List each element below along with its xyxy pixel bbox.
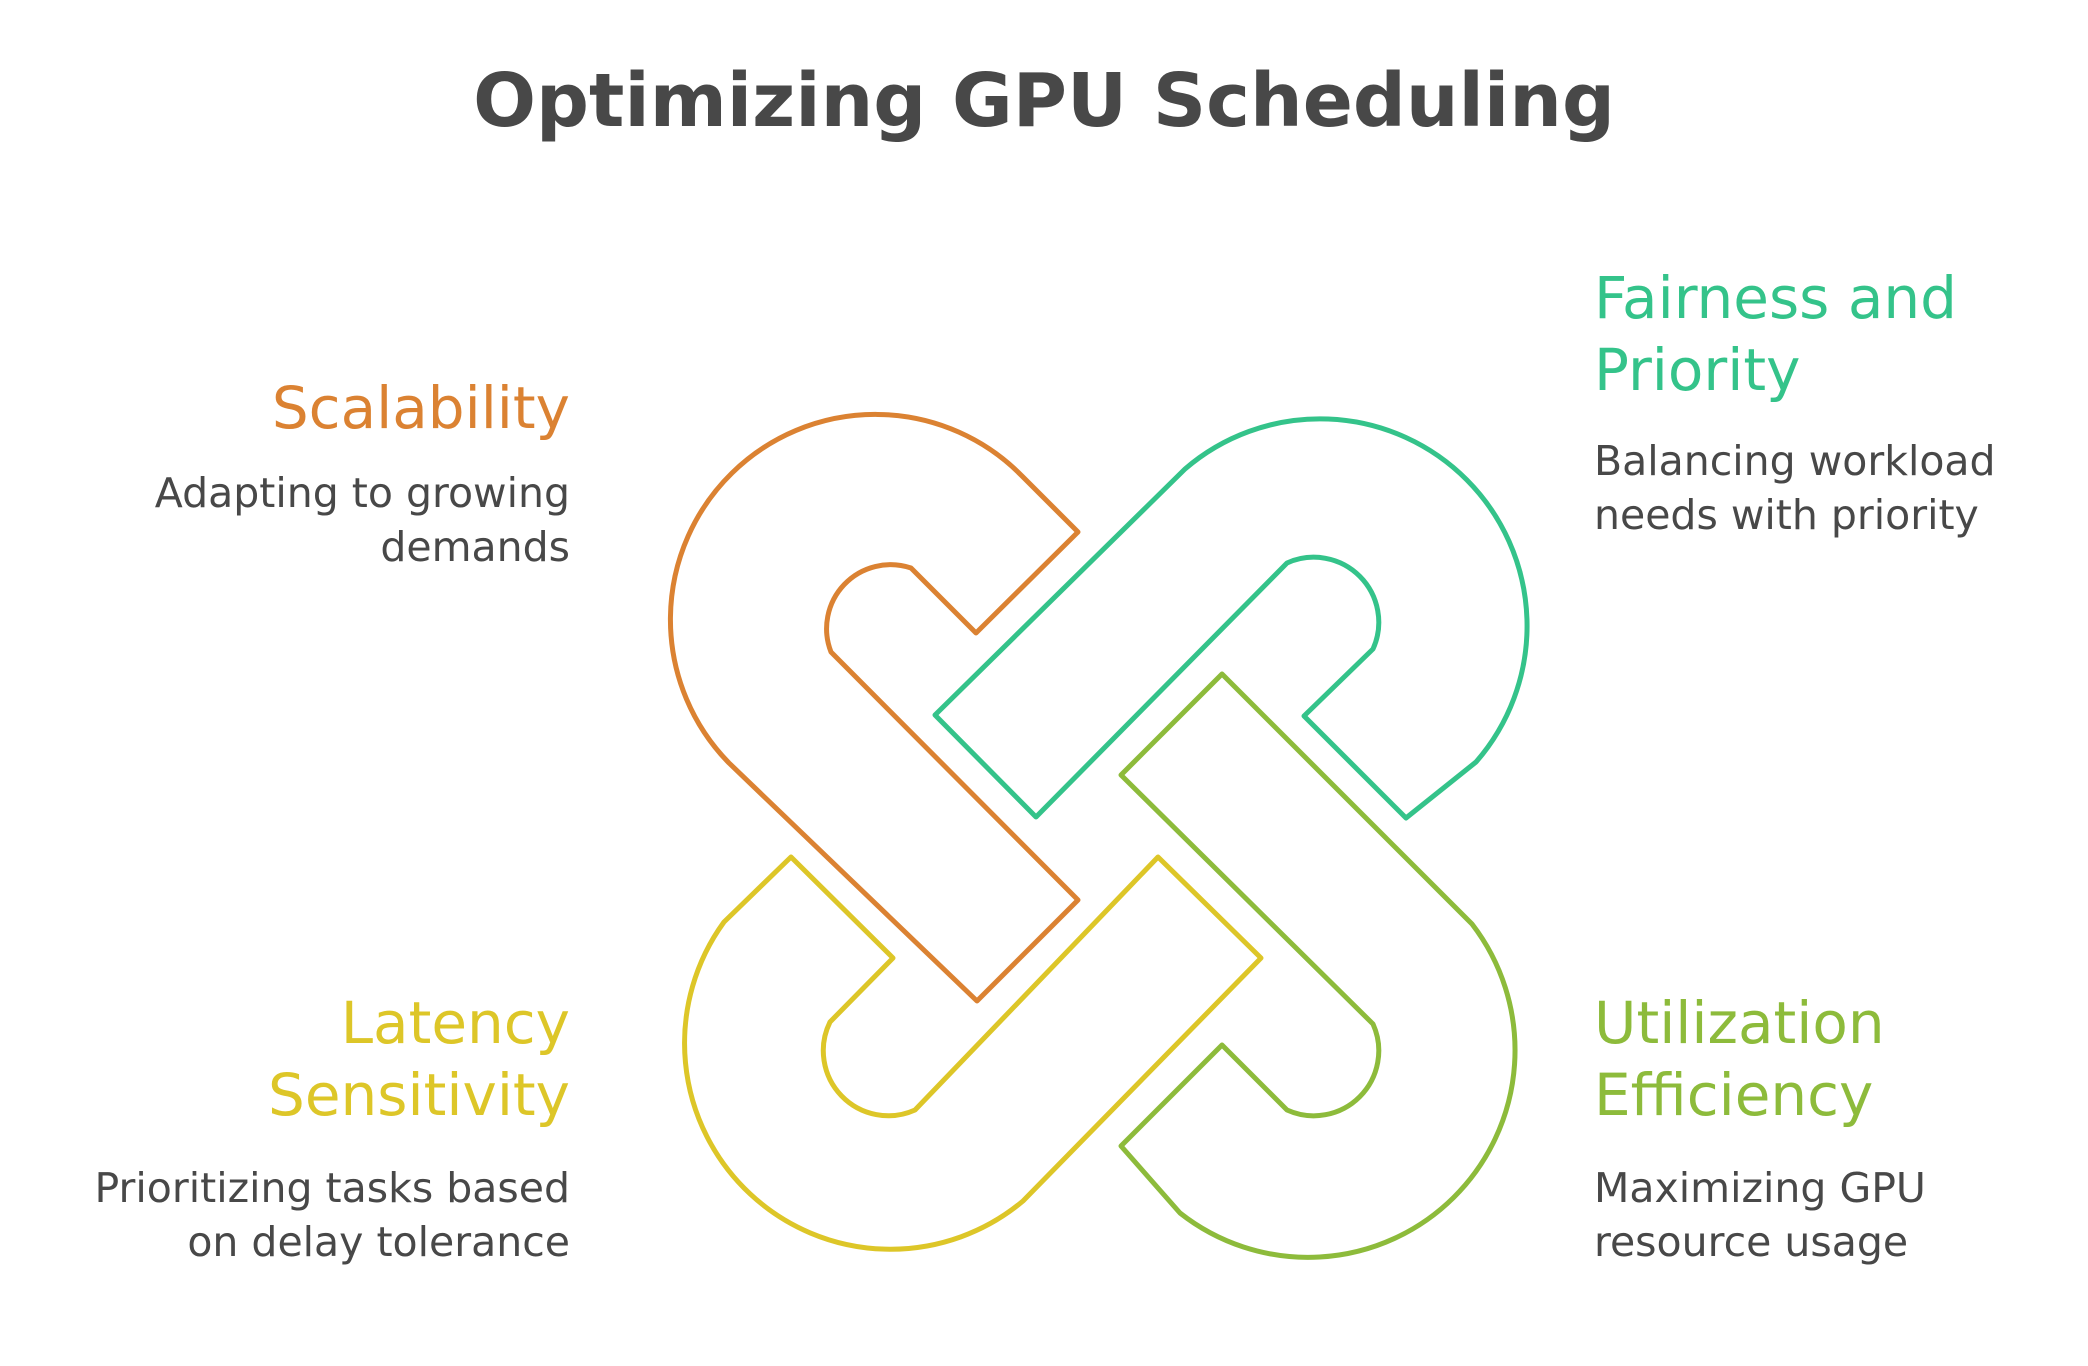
latency-description-line: Prioritizing tasks based: [95, 1161, 570, 1215]
fairness-description-line: needs with priority: [1594, 488, 1996, 542]
utilization-heading-line: Efficiency: [1594, 1059, 1926, 1131]
latency-description: Prioritizing tasks based on delay tolera…: [95, 1161, 570, 1269]
latency-description-line: on delay tolerance: [95, 1215, 570, 1269]
fairness-description-line: Balancing workload: [1594, 434, 1996, 488]
latency-link: [685, 857, 1261, 1249]
scalability-description-line: demands: [155, 520, 570, 574]
latency-block: Latency Sensitivity Prioritizing tasks b…: [95, 987, 570, 1269]
utilization-heading-line: Utilization: [1594, 987, 1926, 1059]
fairness-heading-line: Priority: [1594, 334, 1996, 406]
utilization-heading: Utilization Efficiency: [1594, 987, 1926, 1131]
fairness-block: Fairness and Priority Balancing workload…: [1594, 262, 1996, 542]
fairness-heading-line: Fairness and: [1594, 262, 1996, 334]
scalability-description: Adapting to growing demands: [155, 466, 570, 574]
fairness-description: Balancing workload needs with priority: [1594, 434, 1996, 542]
fairness-heading: Fairness and Priority: [1594, 262, 1996, 406]
scalability-description-line: Adapting to growing: [155, 466, 570, 520]
latency-heading: Latency Sensitivity: [95, 987, 570, 1131]
utilization-link: [1121, 674, 1515, 1257]
utilization-block: Utilization Efficiency Maximizing GPU re…: [1594, 987, 1926, 1269]
latency-heading-line: Sensitivity: [95, 1059, 570, 1131]
scalability-block: Scalability Adapting to growing demands: [155, 372, 570, 574]
utilization-description-line: Maximizing GPU: [1594, 1161, 1926, 1215]
scalability-heading: Scalability: [155, 372, 570, 444]
scalability-heading-line: Scalability: [155, 372, 570, 444]
latency-heading-line: Latency: [95, 987, 570, 1059]
utilization-description: Maximizing GPU resource usage: [1594, 1161, 1926, 1269]
utilization-description-line: resource usage: [1594, 1215, 1926, 1269]
